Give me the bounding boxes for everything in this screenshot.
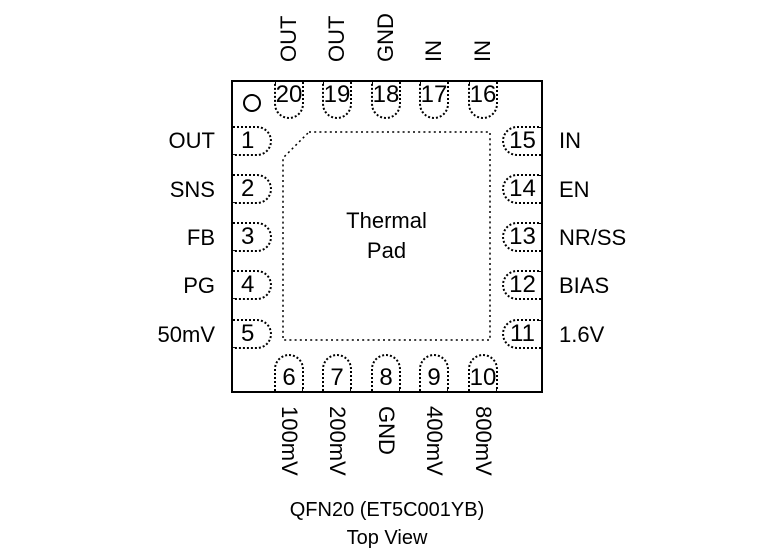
thermal-pad: Thermal Pad [282,131,491,341]
pin-15-label: IN [559,128,581,153]
view-label: Top View [346,527,428,549]
pin-pad-7: 7 [322,354,352,391]
pin-1-label: OUT [168,128,215,153]
pin-10-label: 800mV [471,406,496,476]
pin-19-label: OUT [324,15,349,62]
pin-pad-12: 12 [502,270,541,300]
pin-17-label: IN [421,40,446,62]
pin-pad-1: 1 [233,126,272,156]
pin-14-label: EN [559,177,590,202]
pin-number-8: 8 [379,364,393,391]
pin-pad-11: 11 [502,319,541,349]
pin-number-5: 5 [241,320,255,347]
pin-6-label: 100mV [277,406,302,476]
pin-3-label: FB [186,225,215,250]
pin-5-label: 50mV [157,322,215,347]
pin-number-3: 3 [241,223,255,250]
package-name: QFN20 (ET5C001YB) [289,499,485,521]
pin-12-label: BIAS [559,273,610,298]
chip-body: Thermal Pad 20 19 18 17 16 1 2 3 4 5 15 … [231,80,543,393]
pin-2-label: SNS [169,177,215,202]
pin-18-label: GND [373,13,398,62]
pin-pad-16: 16 [468,82,498,119]
pin-number-14: 14 [509,175,536,202]
pin-number-11: 11 [510,320,535,347]
thermal-pad-outline [282,131,491,341]
pin-number-19: 19 [323,81,351,108]
pin-number-13: 13 [509,223,536,250]
pin-pad-17: 17 [419,82,449,119]
pin-20-label: OUT [276,15,301,62]
pin-number-18: 18 [372,81,400,108]
pin-pad-6: 6 [274,354,304,391]
pin-4-label: PG [183,273,215,298]
pin-9-label: 400mV [422,406,447,476]
pin-number-4: 4 [241,271,255,298]
pin-pad-2: 2 [233,174,272,204]
pin-11-label: 1.6V [559,322,605,347]
pin-pad-3: 3 [233,222,272,252]
pin-number-16: 16 [469,81,497,108]
pin-number-10: 10 [469,364,497,391]
pin-13-label: NR/SS [559,225,627,250]
pin-pad-4: 4 [233,270,272,300]
pin-7-label: 200mV [325,406,350,476]
pin-pad-18: 18 [371,82,401,119]
pin-number-12: 12 [509,271,536,298]
pin-pad-20: 20 [274,82,304,119]
pin-pad-8: 8 [371,354,401,391]
pin-number-1: 1 [241,127,255,154]
pin-number-20: 20 [275,81,303,108]
caption: QFN20 (ET5C001YB) Top View [231,497,543,551]
pin-number-17: 17 [420,81,448,108]
pin-number-9: 9 [427,364,441,391]
pin-pad-14: 14 [502,174,541,204]
pin-number-6: 6 [282,364,296,391]
pin-1-indicator-icon [243,94,261,112]
thermal-pad-label: Thermal Pad [346,208,427,263]
pin-pad-13: 13 [502,222,541,252]
pin-number-15: 15 [509,127,536,154]
pin-pad-5: 5 [233,319,272,349]
pin-8-label: GND [374,406,399,455]
pin-pad-19: 19 [322,82,352,119]
pin-number-2: 2 [241,175,255,202]
pin-pad-9: 9 [419,354,449,391]
pin-16-label: IN [470,40,495,62]
pin-pad-15: 15 [502,126,541,156]
pin-pad-10: 10 [468,354,498,391]
pin-number-7: 7 [330,364,344,391]
